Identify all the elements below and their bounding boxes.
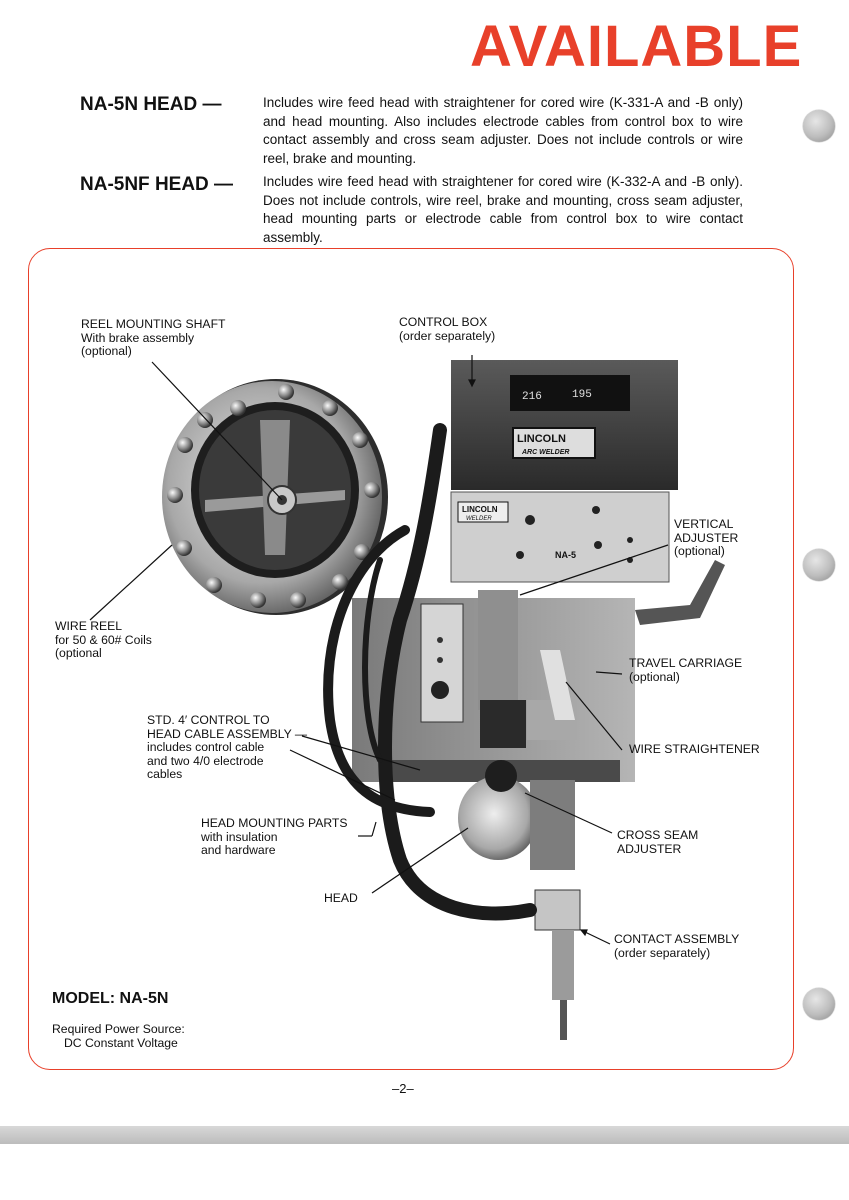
callout-line: CONTROL BOX	[399, 315, 488, 329]
callout-line: TRAVEL CARRIAGE	[629, 656, 743, 670]
contact-assembly-callout: CONTACT ASSEMBLY (order separately)	[614, 932, 740, 960]
callout-line: REEL MOUNTING SHAFT	[81, 317, 226, 331]
wire-reel	[162, 379, 388, 615]
na5n-head-label: NA-5N HEAD —	[80, 94, 222, 115]
arc-welder-logo: ARC WELDER	[521, 449, 569, 456]
callout-line: (optional)	[81, 344, 132, 358]
callout-line: (optional)	[674, 544, 725, 558]
power-source-label: Required Power Source:	[52, 1022, 185, 1036]
callout-line: HEAD	[324, 891, 358, 905]
photo-frame	[28, 248, 794, 1070]
callout-line: WIRE STRAIGHTENER	[629, 742, 760, 756]
vertical-adjuster-callout: VERTICAL ADJUSTER (optional)	[674, 517, 739, 559]
callout-line: STD. 4′ CONTROL TO	[147, 713, 270, 727]
display-right-readout: 195	[572, 389, 592, 401]
display-left-readout: 216	[522, 391, 542, 403]
na5-plate: NA-5	[555, 550, 576, 560]
callout-line: CONTACT ASSEMBLY	[614, 932, 740, 946]
wire-straightener-callout: WIRE STRAIGHTENER	[629, 742, 760, 757]
scan-edge-bar	[0, 1126, 849, 1144]
binder-hole	[803, 549, 835, 581]
callout-line: cables	[147, 767, 183, 781]
lincoln-welder-plate: LINCOLN	[462, 505, 498, 514]
control-module	[420, 603, 464, 723]
model-label: MODEL: NA-5N	[52, 990, 169, 1007]
wire-reel-callout: WIRE REEL for 50 & 60# Coils (optional	[55, 619, 152, 661]
callout-line: with insulation	[201, 829, 278, 844]
callout-line: VERTICAL	[674, 517, 734, 531]
control-box: 216 195 LINCOLN ARC WELDER LINCOLN WELDE…	[450, 360, 678, 583]
callout-line: ADJUSTER	[674, 530, 739, 545]
callout-line: includes control cable	[147, 740, 265, 754]
leader-lines	[89, 355, 669, 945]
control-box-callout: CONTROL BOX (order separately)	[399, 315, 496, 343]
reel-mounting-shaft-callout: REEL MOUNTING SHAFT With brake assembly …	[81, 317, 226, 359]
callout-line: for 50 & 60# Coils	[55, 632, 152, 647]
cables	[323, 423, 537, 921]
callout-line: (order separately)	[399, 328, 496, 343]
na5nf-head-description: Includes wire feed head with straightene…	[263, 174, 743, 245]
cross-seam-adjuster-callout: CROSS SEAM ADJUSTER	[617, 828, 699, 856]
callout-line: HEAD CABLE ASSEMBLY —	[147, 726, 308, 741]
callout-line: and hardware	[201, 843, 276, 857]
power-source-value: DC Constant Voltage	[64, 1036, 178, 1050]
head-callout: HEAD	[324, 891, 358, 906]
callout-line: (optional	[55, 646, 102, 660]
binder-hole	[803, 110, 835, 142]
head-assembly	[458, 590, 581, 1040]
cable-assembly-callout: STD. 4′ CONTROL TO HEAD CABLE ASSEMBLY —…	[147, 713, 308, 782]
page-title: AVAILABLE	[470, 14, 803, 79]
lincoln-logo: LINCOLN	[517, 433, 566, 445]
callout-line: HEAD MOUNTING PARTS	[201, 816, 348, 830]
callout-line: and two 4/0 electrode	[147, 753, 264, 768]
callout-line: ADJUSTER	[617, 841, 682, 856]
page-number: –2–	[392, 1081, 414, 1096]
callout-line: WIRE REEL	[55, 619, 123, 633]
welder-plate-sub: WELDER	[466, 516, 492, 522]
na5n-head-description: Includes wire feed head with straightene…	[263, 95, 743, 166]
callout-line: (optional)	[629, 669, 680, 684]
binder-hole	[803, 988, 835, 1020]
na5nf-head-label: NA-5NF HEAD —	[80, 174, 234, 195]
callout-line: (order separately)	[614, 945, 711, 960]
travel-carriage-callout: TRAVEL CARRIAGE (optional)	[629, 656, 743, 684]
callout-line: With brake assembly	[81, 330, 195, 345]
callout-line: CROSS SEAM	[617, 828, 699, 842]
head-mounting-parts-callout: HEAD MOUNTING PARTS with insulation and …	[201, 816, 348, 858]
